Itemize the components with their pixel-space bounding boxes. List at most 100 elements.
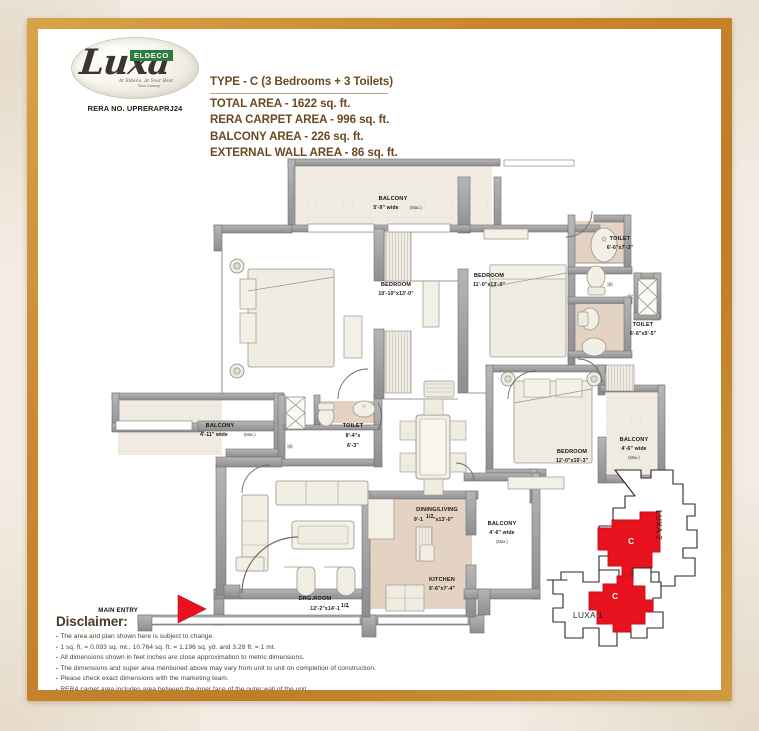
svg-text:1/2: 1/2 xyxy=(426,514,434,520)
unit-spec-list: TYPE - C (3 Bedrooms + 3 Toilets) TOTAL … xyxy=(210,74,398,162)
disclaimer-item: All dimensions shown in feet inches are … xyxy=(56,653,576,664)
label-toilet-1: TOILET 6'-6"x7'-3" xyxy=(607,236,634,251)
svg-text:12'-0"x10'-3": 12'-0"x10'-3" xyxy=(556,458,589,464)
svg-text:(Max.): (Max.) xyxy=(244,432,256,437)
svg-text:11'-0"x13'-0": 11'-0"x13'-0" xyxy=(473,282,505,288)
svg-text:6'-3": 6'-3" xyxy=(347,443,359,449)
svg-text:BALCONY: BALCONY xyxy=(620,437,649,443)
disclaimer-item: RERA carpet area includes area between t… xyxy=(56,685,576,690)
svg-text:4'-11" wide: 4'-11" wide xyxy=(200,432,228,438)
svg-text:8'-4"x: 8'-4"x xyxy=(346,433,361,439)
svg-text:1/2: 1/2 xyxy=(341,603,349,609)
unit-marker-upper: C xyxy=(628,537,634,546)
disclaimer-item: The dimensions and super area mentioned … xyxy=(56,664,576,675)
header: Luxa ELDECO At Eldeco, At Your Best Your… xyxy=(38,29,721,159)
tower-label-upper: LUXA 2 xyxy=(654,510,663,540)
logo-eldeco-badge: ELDECO xyxy=(130,50,173,61)
fixtures-toilets xyxy=(285,227,658,449)
furniture-bedroom-3 xyxy=(500,371,602,490)
svg-text:DINING/LIVING: DINING/LIVING xyxy=(416,507,458,513)
label-toilet-2: TOILET 6'-6"x5'-5" xyxy=(630,322,657,337)
svg-text:10'-10"x13'-0": 10'-10"x13'-0" xyxy=(378,291,414,297)
svg-text:BALCONY: BALCONY xyxy=(379,196,408,202)
svg-text:"x13'-0": "x13'-0" xyxy=(433,517,454,523)
svg-text:": " xyxy=(347,606,350,612)
svg-text:BALCONY: BALCONY xyxy=(206,423,235,429)
door-swings xyxy=(241,210,603,594)
label-bedroom-1: BEDROOM 10'-10"x13'-0" xyxy=(378,282,414,297)
spec-total-area: TOTAL AREA - 1622 sq. ft. xyxy=(210,96,351,110)
svg-text:KITCHEN: KITCHEN xyxy=(429,577,455,583)
logo-tagline-secondary: Your Luxury xyxy=(138,84,161,88)
main-entry-marker: MAIN ENTRY xyxy=(98,594,207,624)
label-balcony-right: BALCONY 4'-6" wide (Max.) xyxy=(620,437,649,460)
balcony-right-floor xyxy=(606,391,662,477)
svg-text:BEDROOM: BEDROOM xyxy=(381,282,411,288)
svg-text:DRG.ROOM: DRG.ROOM xyxy=(299,596,332,602)
spec-divider xyxy=(210,92,388,94)
spec-balcony-area: BALCONY AREA - 226 sq. ft. xyxy=(210,129,364,143)
label-bedroom-2: BEDROOM 11'-0"x13'-0" xyxy=(473,273,505,288)
label-dining-living: DINING/LIVING 9'-1 1/2 "x13'-0" xyxy=(414,507,458,523)
disclaimer-title: Disclaimer: xyxy=(56,614,128,629)
label-balcony-bottom: BALCONY 4'-6" wide (Max.) xyxy=(488,521,517,544)
svg-text:TOILET: TOILET xyxy=(610,236,631,242)
stair-hatch-mid xyxy=(384,330,412,394)
gold-border-frame: Luxa ELDECO At Eldeco, At Your Best Your… xyxy=(27,18,732,701)
svg-text:6'-6"x7'-3": 6'-6"x7'-3" xyxy=(607,245,634,251)
svg-text:BALCONY: BALCONY xyxy=(488,521,517,527)
svg-text:TOILET: TOILET xyxy=(633,322,654,328)
svg-text:BEDROOM: BEDROOM xyxy=(474,273,504,279)
windows xyxy=(115,159,575,625)
logo-oval-icon: Luxa ELDECO At Eldeco, At Your Best Your… xyxy=(71,37,199,99)
unit-marker-lower: C xyxy=(612,592,618,601)
shaft-left xyxy=(285,396,306,430)
logo-tagline: At Eldeco, At Your Best xyxy=(119,78,173,83)
plan-card: Luxa ELDECO At Eldeco, At Your Best Your… xyxy=(38,29,721,690)
key-plan-block: C LUXA 2 C LUXA 1 xyxy=(519,462,709,662)
spec-type: TYPE - C (3 Bedrooms + 3 Toilets) xyxy=(210,75,393,88)
furniture-bedroom-1 xyxy=(229,258,363,379)
svg-text:9'-1: 9'-1 xyxy=(414,517,423,523)
unit-highlight-lower xyxy=(588,575,654,633)
tower-label-lower: LUXA 1 xyxy=(573,611,603,620)
label-drawing-room: DRG.ROOM 12'-2"x14'-1 1/2 " xyxy=(299,596,350,612)
floor-plan-drawing: MAIN ENTRY BALCONY 5'-9" wide (Max.) BED… xyxy=(38,29,721,690)
furniture-kitchen xyxy=(367,498,435,612)
stair-hatch-top xyxy=(384,230,412,282)
main-entry-label: MAIN ENTRY xyxy=(98,607,138,614)
stair-hatch-right xyxy=(605,364,635,392)
svg-text:(Max.): (Max.) xyxy=(410,205,422,210)
disclaimer-block: Disclaimer: The area and plan shown here… xyxy=(56,614,576,690)
furniture-bedroom-2 xyxy=(422,228,567,358)
plan-geometry: MAIN ENTRY BALCONY 5'-9" wide (Max.) BED… xyxy=(98,158,667,638)
spec-external-wall-area: EXTERNAL WALL AREA - 86 sq. ft. xyxy=(210,146,398,160)
rera-number: RERA NO. UPRERAPRJ24 xyxy=(87,104,183,113)
svg-text:4'-6" wide: 4'-6" wide xyxy=(621,446,646,452)
room-labels: BALCONY 5'-9" wide (Max.) BEDROOM 10'-10… xyxy=(200,196,657,612)
disclaimer-item: Please check exact dimensions with the m… xyxy=(56,674,576,685)
disclaimer-item: 1 sq. ft. = 0.093 sq. mt., 10.764 sq. ft… xyxy=(56,643,576,654)
svg-text:5'-9" wide: 5'-9" wide xyxy=(373,205,398,211)
label-bedroom-3: BEDROOM 12'-0"x10'-3" xyxy=(556,449,589,464)
svg-text:BEDROOM: BEDROOM xyxy=(557,449,587,455)
furniture-drawing-room xyxy=(235,480,369,596)
svg-text:12'-2"x14'-1: 12'-2"x14'-1 xyxy=(310,606,340,612)
label-balcony-left: BALCONY 4'-11" wide (Max.) xyxy=(200,423,256,438)
spec-rera-carpet-area: RERA CARPET AREA - 996 sq. ft. xyxy=(210,113,390,127)
brand-logo: Luxa ELDECO At Eldeco, At Your Best Your… xyxy=(65,37,205,113)
svg-text:(Max.): (Max.) xyxy=(628,455,640,460)
svg-text:6'-6"x5'-5": 6'-6"x5'-5" xyxy=(630,331,657,337)
key-plan-luxa-1: C LUXA 1 xyxy=(546,567,664,647)
label-kitchen: KITCHEN 9'-6"x7'-4" xyxy=(429,577,456,592)
svg-text:4'-6" wide: 4'-6" wide xyxy=(489,530,514,536)
svg-text:(Max.): (Max.) xyxy=(496,539,508,544)
furniture-dining xyxy=(399,380,467,496)
main-entry-arrow-icon xyxy=(177,594,207,624)
disclaimer-item: The area and plan shown here is subject … xyxy=(56,632,576,643)
svg-text:TOILET: TOILET xyxy=(343,423,364,429)
label-balcony-top: BALCONY 5'-9" wide (Max.) xyxy=(373,196,422,211)
shaft-right xyxy=(637,278,658,316)
svg-text:9'-6"x7'-4": 9'-6"x7'-4" xyxy=(429,586,456,592)
